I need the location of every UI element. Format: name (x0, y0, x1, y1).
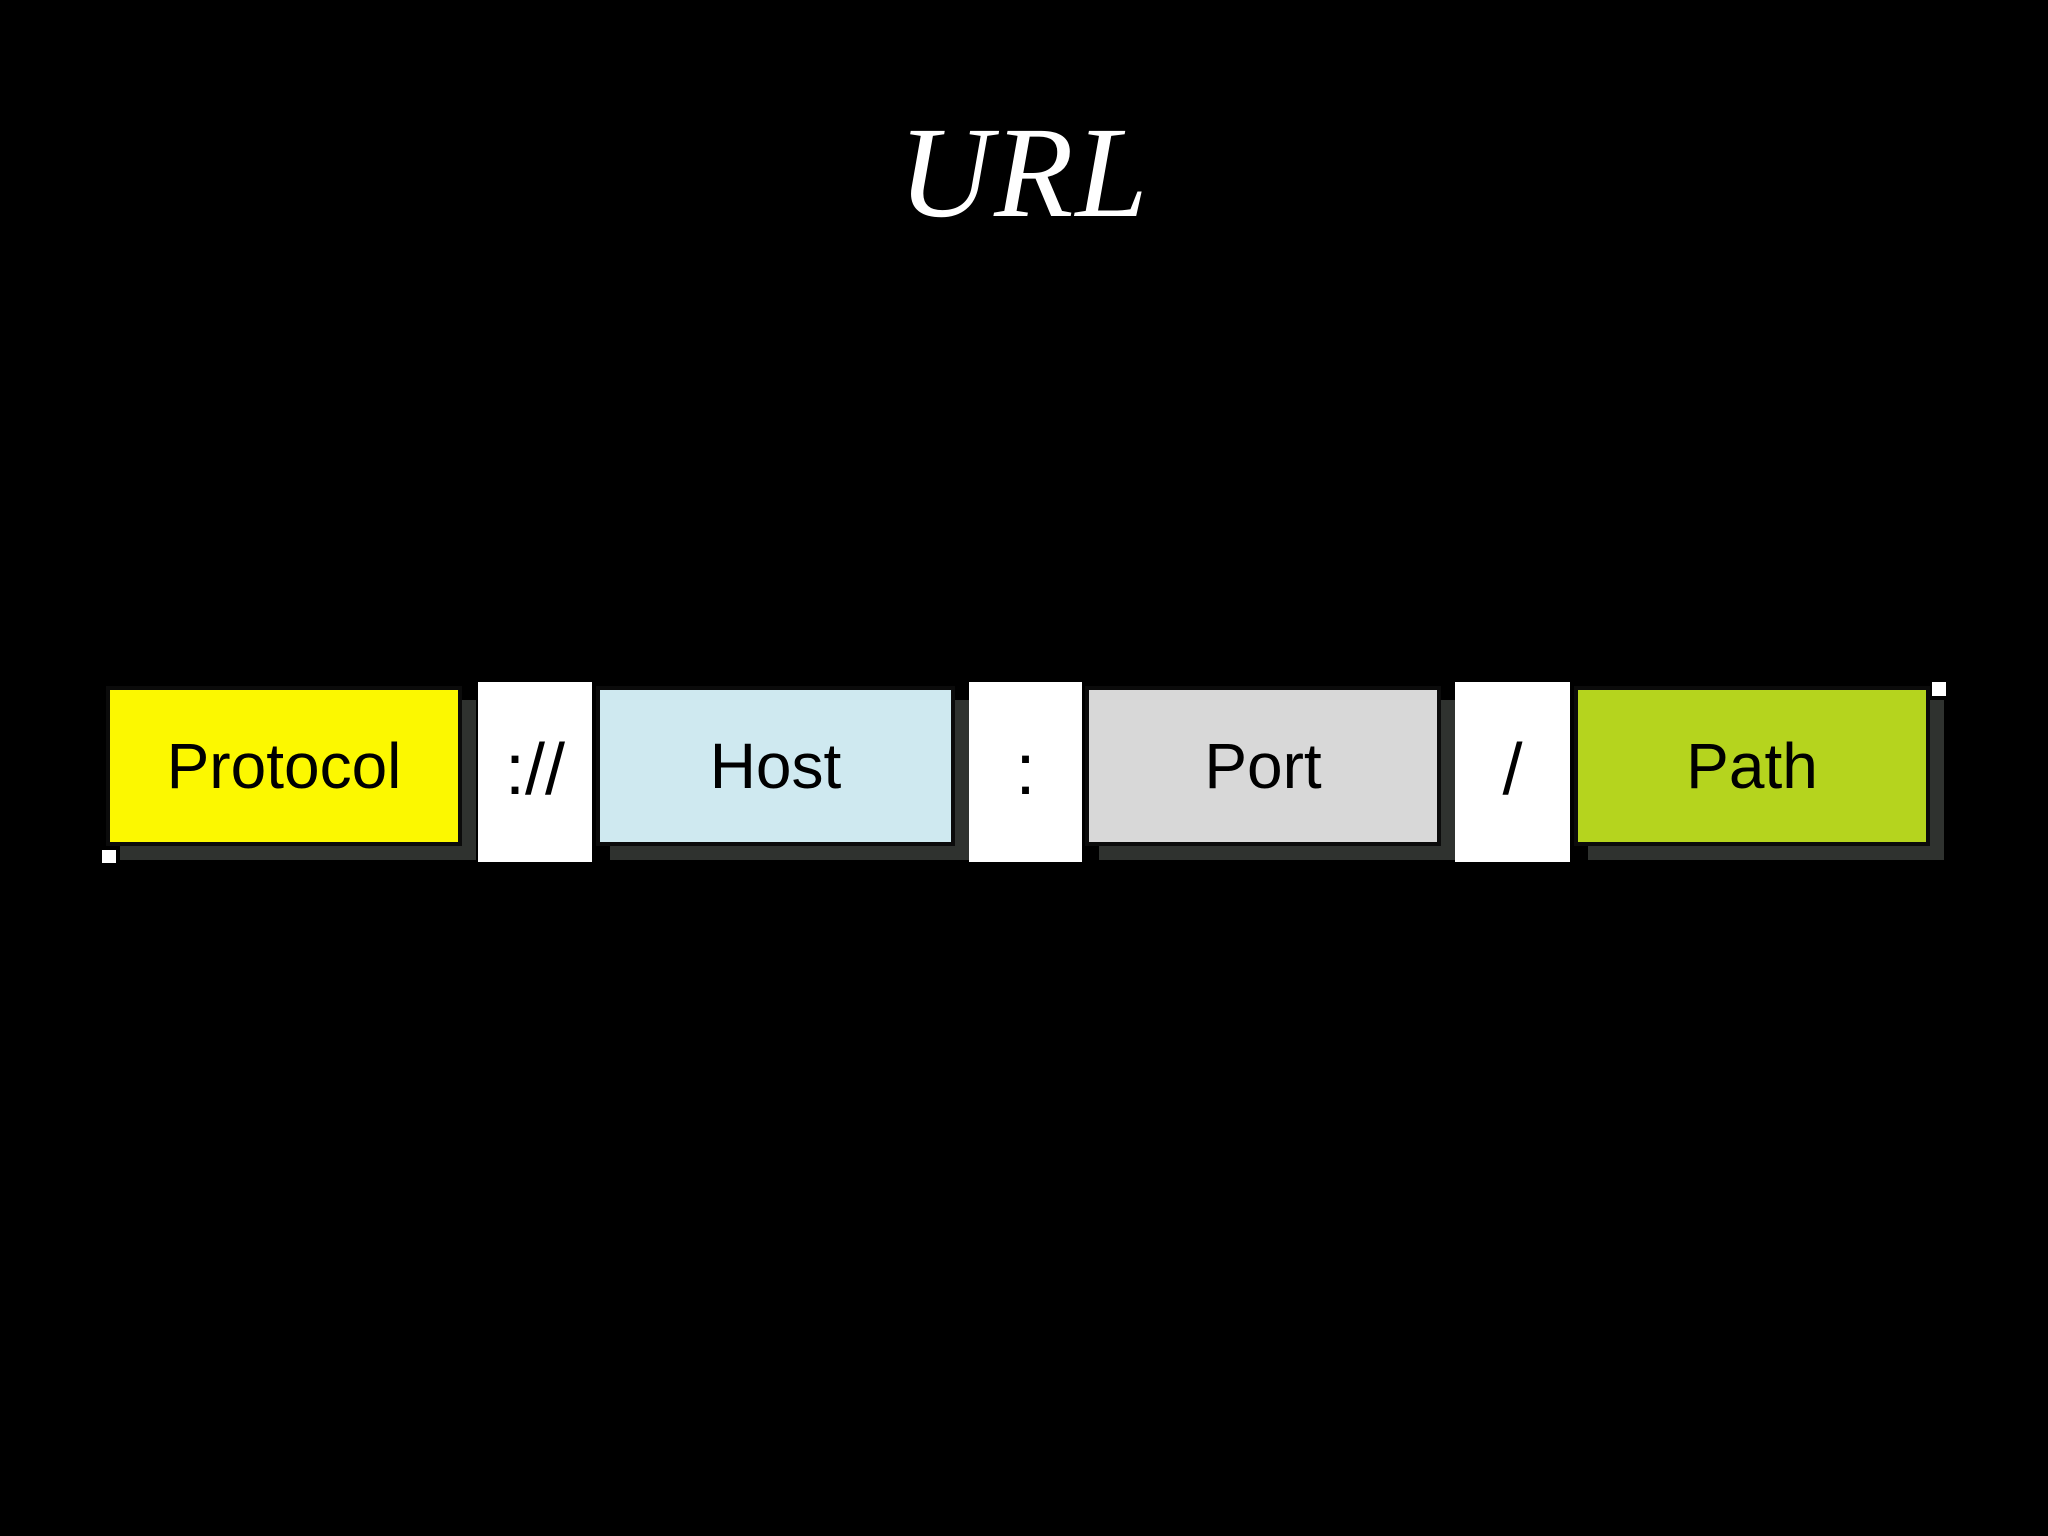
port-separator-symbol: : (1015, 730, 1036, 810)
separator-protocol-host: :// (478, 682, 592, 862)
protocol-box: Protocol (106, 686, 462, 846)
path-box: Path (1574, 686, 1930, 846)
path-separator-symbol: / (1502, 730, 1523, 810)
separator-port-path: / (1455, 682, 1570, 862)
path-label: Path (1686, 730, 1818, 802)
port-box: Port (1085, 686, 1441, 846)
host-box: Host (596, 686, 955, 846)
protocol-label: Protocol (166, 730, 402, 802)
white-corner-notch-left (102, 850, 116, 863)
host-label: Host (709, 730, 842, 802)
port-label: Port (1204, 730, 1322, 802)
scheme-separator-symbol: :// (504, 730, 565, 810)
separator-host-port: : (969, 682, 1082, 862)
url-structure-diagram: :// : / Protocol Host Port Path (102, 682, 1946, 863)
slide-title: URL (898, 101, 1150, 245)
white-corner-notch-right (1932, 682, 1946, 696)
